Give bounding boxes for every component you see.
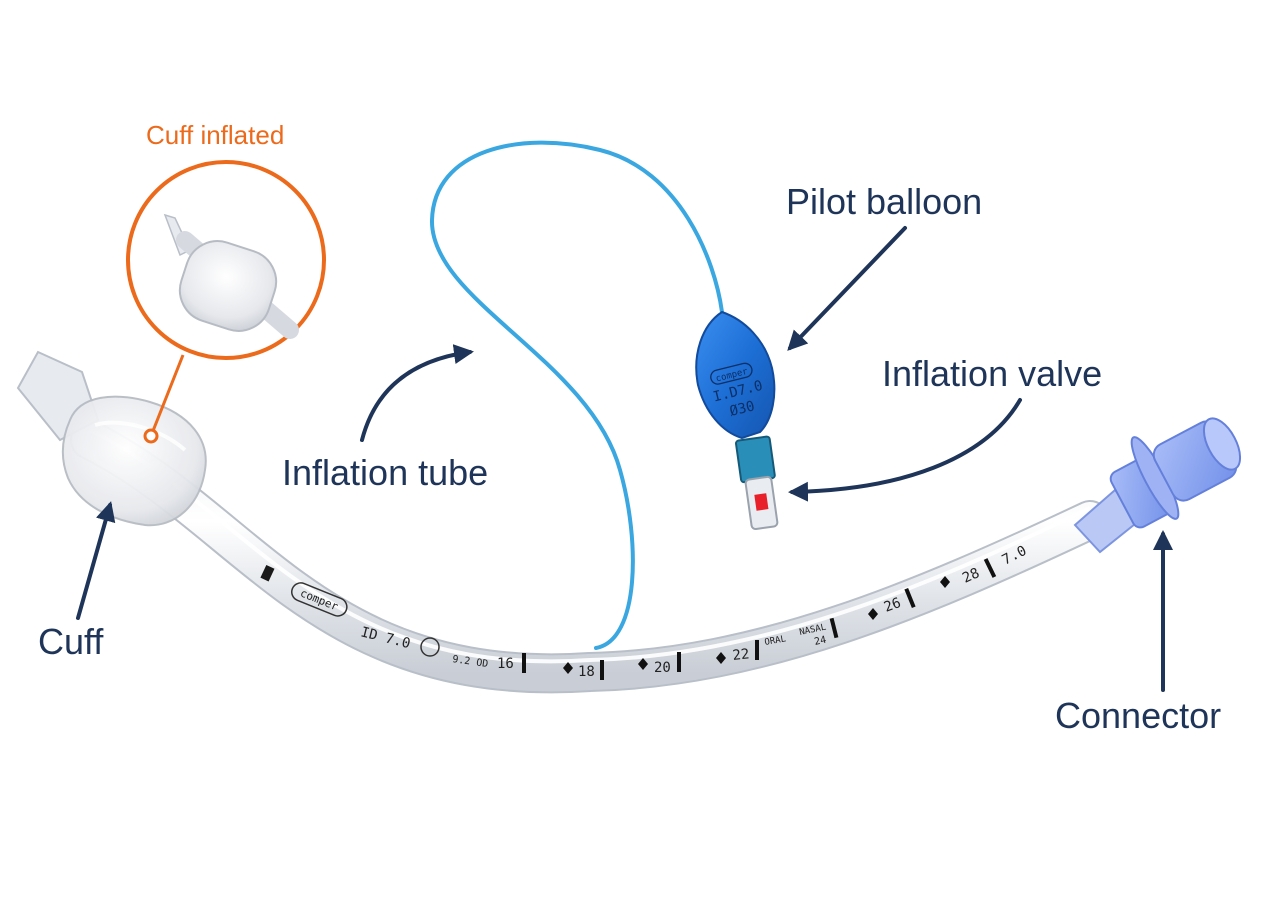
cuff-arrow	[76, 501, 116, 620]
connector-label: Connector	[1055, 695, 1222, 736]
depth-mark-18: 18	[578, 664, 595, 680]
inflation-tube-arrow	[360, 344, 474, 442]
oral-label: ORAL	[764, 634, 787, 648]
inflation-valve-label: Inflation valve	[882, 353, 1103, 394]
connector-part	[1073, 417, 1242, 554]
endotracheal-tube	[16, 350, 1110, 694]
balloon-diameter: Ø30	[728, 398, 756, 420]
pilot-balloon-label: Pilot balloon	[786, 181, 983, 222]
depth-mark-22: 22	[732, 646, 750, 664]
pilot-balloon: comper I.D7.0 Ø30	[695, 310, 776, 440]
tube-od-marking: 9.2 OD	[452, 654, 489, 670]
inset-callout-line	[149, 354, 185, 437]
inflation-tube-label: Inflation tube	[282, 452, 489, 493]
cuff-callout-dot	[143, 428, 159, 444]
cuff-label: Cuff	[38, 621, 104, 662]
depth-mark-28: 28	[960, 565, 982, 586]
inflation-valve	[735, 435, 779, 531]
depth-mark-24: 24	[813, 635, 827, 648]
callout-arrows	[76, 226, 1173, 692]
pilot-balloon-arrow	[787, 226, 907, 351]
cuff-deflated	[62, 395, 207, 527]
inflation-valve-arrow	[788, 398, 1022, 502]
depth-mark-26: 26	[882, 595, 903, 616]
depth-mark-20: 20	[654, 660, 671, 676]
cuff-inflated-label: Cuff inflated	[146, 120, 285, 150]
inflation-tube-line	[429, 140, 724, 650]
depth-mark-16: 16	[497, 656, 514, 672]
cuff-inflated-inset	[126, 160, 326, 444]
